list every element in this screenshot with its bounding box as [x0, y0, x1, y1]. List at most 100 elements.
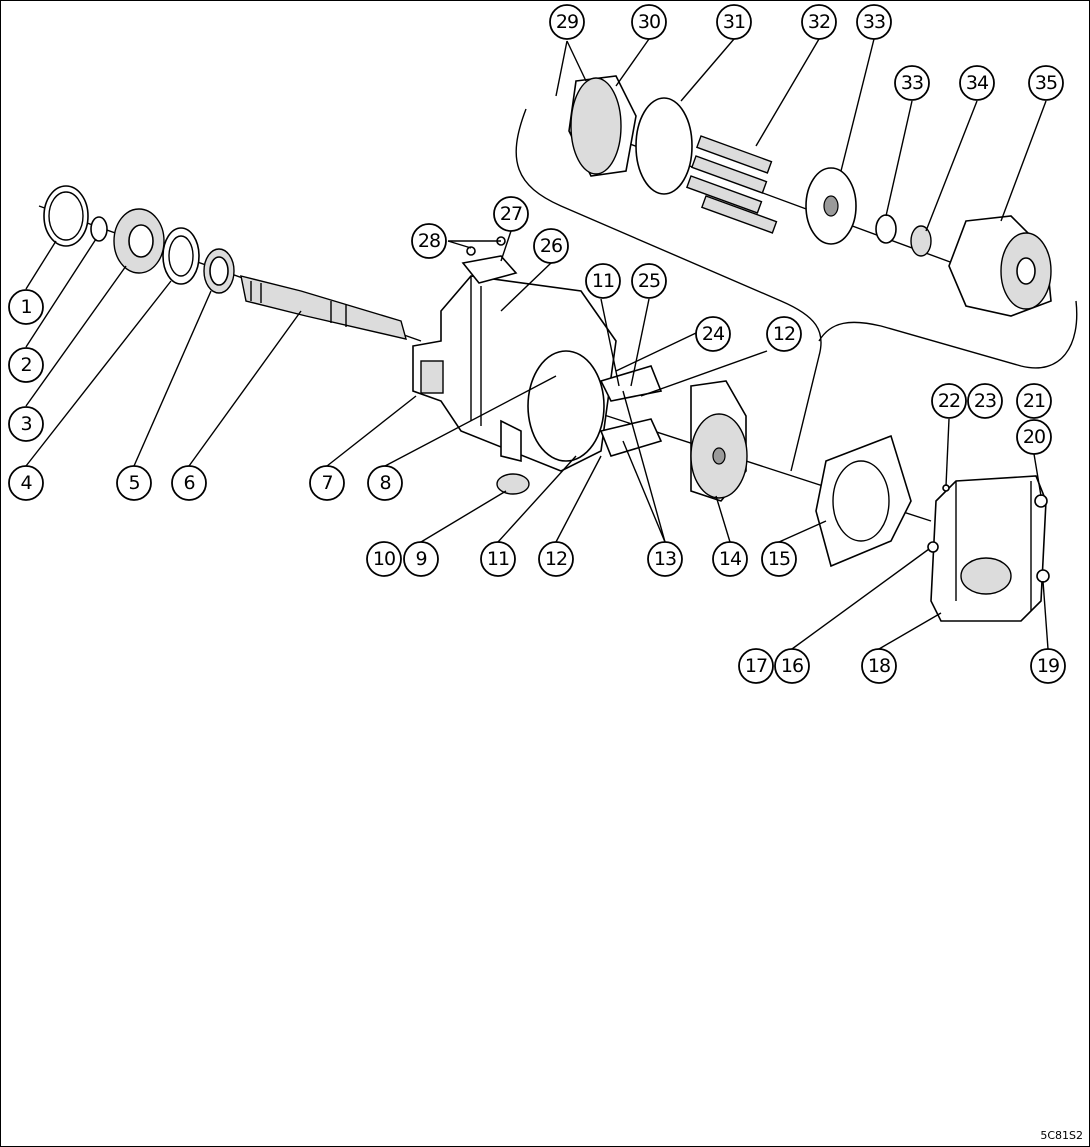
svg-text:19: 19: [1037, 655, 1059, 677]
callout-8: 8: [367, 465, 403, 501]
callout-3: 3: [8, 406, 44, 442]
svg-text:30: 30: [638, 11, 660, 33]
snap-ring-part: [43, 185, 89, 247]
callout-20: 20: [1016, 419, 1052, 455]
spring-part: [910, 225, 932, 257]
svg-text:23: 23: [974, 390, 996, 412]
callout-29: 29: [549, 4, 585, 40]
callout-9: 9: [403, 541, 439, 577]
cover-plate-part: [461, 255, 518, 284]
callout-18: 18: [861, 648, 897, 684]
o-ring-31-part: [635, 97, 693, 195]
svg-text:26: 26: [540, 235, 562, 257]
svg-text:4: 4: [20, 472, 32, 494]
o-ring-16: [927, 541, 939, 553]
svg-text:18: 18: [868, 655, 890, 677]
bearing-bore: [128, 224, 154, 258]
svg-text:34: 34: [966, 72, 989, 94]
callout-32: 32: [801, 4, 837, 40]
callout-28: 28: [411, 223, 447, 259]
svg-text:15: 15: [768, 548, 790, 570]
bushing-part: [875, 214, 897, 244]
svg-text:25: 25: [638, 270, 660, 292]
seal-bore: [209, 256, 229, 286]
cradle-bracket-part: [500, 419, 522, 463]
svg-text:24: 24: [702, 323, 725, 345]
callout-13: 13: [647, 541, 683, 577]
callout-35: 35: [1028, 65, 1064, 101]
callout-27: 27: [493, 196, 529, 232]
svg-text:17: 17: [745, 655, 767, 677]
end-cover-edges: [955, 481, 1032, 611]
svg-text:3: 3: [20, 413, 31, 435]
callout-1: 1: [8, 289, 44, 325]
swash-plate-center: [712, 447, 726, 465]
svg-text:12: 12: [545, 548, 567, 570]
callout-25: 25: [631, 263, 667, 299]
svg-text:32: 32: [808, 11, 830, 33]
leader-lines: [25, 38, 1049, 650]
svg-text:6: 6: [183, 472, 194, 494]
callout-31: 31: [716, 4, 752, 40]
figure-code: 5C81S2: [1040, 1129, 1083, 1142]
callout-2: 2: [8, 347, 44, 383]
svg-text:12: 12: [773, 323, 795, 345]
callout-34: 34: [959, 65, 995, 101]
svg-text:11: 11: [592, 270, 614, 292]
drive-shaft-part: [240, 275, 407, 340]
gasket-part: [815, 434, 912, 568]
screw-28-a: [466, 246, 476, 256]
svg-text:8: 8: [379, 472, 390, 494]
svg-text:29: 29: [556, 11, 578, 33]
callout-12a: 12: [766, 316, 802, 352]
callout-21: 21: [1016, 383, 1052, 419]
callout-15: 15: [761, 541, 797, 577]
callout-12b: 12: [538, 541, 574, 577]
valve-block-bore: [1016, 257, 1036, 285]
callout-11a: 11: [585, 263, 621, 299]
svg-text:27: 27: [500, 203, 522, 225]
callout-7: 7: [309, 465, 345, 501]
svg-text:2: 2: [20, 354, 31, 376]
svg-text:21: 21: [1023, 390, 1045, 412]
callout-33a: 33: [856, 4, 892, 40]
callout-17: 17: [738, 648, 774, 684]
svg-text:14: 14: [719, 548, 742, 570]
svg-text:31: 31: [723, 11, 745, 33]
svg-text:16: 16: [781, 655, 803, 677]
end-cover-bore: [960, 557, 1012, 595]
svg-text:13: 13: [654, 548, 676, 570]
callout-4: 4: [8, 465, 44, 501]
snap-ring-inner: [48, 191, 84, 241]
callout-26: 26: [533, 228, 569, 264]
shim-lower-part: [599, 418, 663, 457]
svg-text:22: 22: [938, 390, 960, 412]
callout-14: 14: [712, 541, 748, 577]
housing-edge: [470, 276, 482, 426]
cylinder-block-hub: [823, 195, 839, 217]
housing-bore: [527, 350, 605, 462]
plug-part: [496, 473, 530, 495]
svg-text:10: 10: [373, 548, 395, 570]
callout-11b: 11: [480, 541, 516, 577]
callout-24: 24: [695, 316, 731, 352]
gasket-hole: [832, 460, 890, 542]
callout-22: 22: [931, 383, 967, 419]
end-cover-plug-20: [1034, 494, 1048, 508]
svg-text:9: 9: [415, 548, 426, 570]
svg-text:5: 5: [128, 472, 139, 494]
svg-text:35: 35: [1035, 72, 1057, 94]
callout-5: 5: [116, 465, 152, 501]
svg-text:33: 33: [901, 72, 923, 94]
callout-16: 16: [774, 648, 810, 684]
small-ring-part: [90, 216, 108, 242]
svg-text:7: 7: [321, 472, 332, 494]
callout-6: 6: [171, 465, 207, 501]
callout-30: 30: [631, 4, 667, 40]
svg-text:33: 33: [863, 11, 885, 33]
rotating-group-enclosure: [515, 108, 1078, 472]
end-cover-plug-19: [1036, 569, 1050, 583]
svg-text:1: 1: [20, 296, 31, 318]
